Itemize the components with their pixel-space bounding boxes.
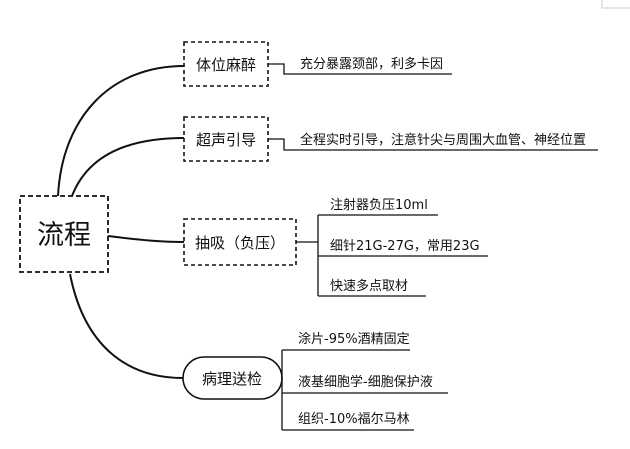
branch-node-4: 病理送检	[182, 356, 283, 400]
branch-label-2: 超声引导	[196, 131, 256, 149]
connector-root-branch-4	[69, 273, 184, 379]
connector-root-branch-3	[107, 235, 185, 243]
connector-root-branch-2	[71, 137, 185, 197]
branch-label-1: 体位麻醉	[196, 56, 256, 74]
root-node: 流程	[19, 195, 109, 273]
leaf-item-4-2: 液基细胞学-细胞保护液	[298, 374, 433, 390]
leaf-item-4-1: 涂片-95%酒精固定	[298, 331, 410, 347]
branch-label-4: 病理送检	[202, 370, 262, 388]
branch-node-3: 抽吸（负压）	[183, 218, 297, 266]
bracket-branch-2	[268, 138, 292, 151]
branch-label-3: 抽吸（负压）	[195, 234, 285, 252]
root-label: 流程	[37, 220, 91, 251]
leaf-item-3-3: 快速多点取材	[330, 278, 408, 294]
leaf-item-3-1: 注射器负压10ml	[330, 197, 428, 213]
leaf-item-4-3: 组织-10%福尔马林	[298, 412, 410, 427]
bracket-branch-1	[268, 63, 292, 75]
leaf-item-2-1: 全程实时引导，注意针尖与周围大血管、神经位置	[300, 132, 586, 148]
branch-node-2: 超声引导	[183, 116, 269, 162]
leaf-item-3-2: 细针21G-27G，常用23G	[330, 239, 480, 254]
leaf-item-1-1: 充分暴露颈部，利多卡因	[300, 56, 443, 72]
connector-root-branch-1	[57, 65, 185, 197]
corner-mark	[601, 0, 630, 9]
branch-node-1: 体位麻醉	[183, 41, 269, 87]
